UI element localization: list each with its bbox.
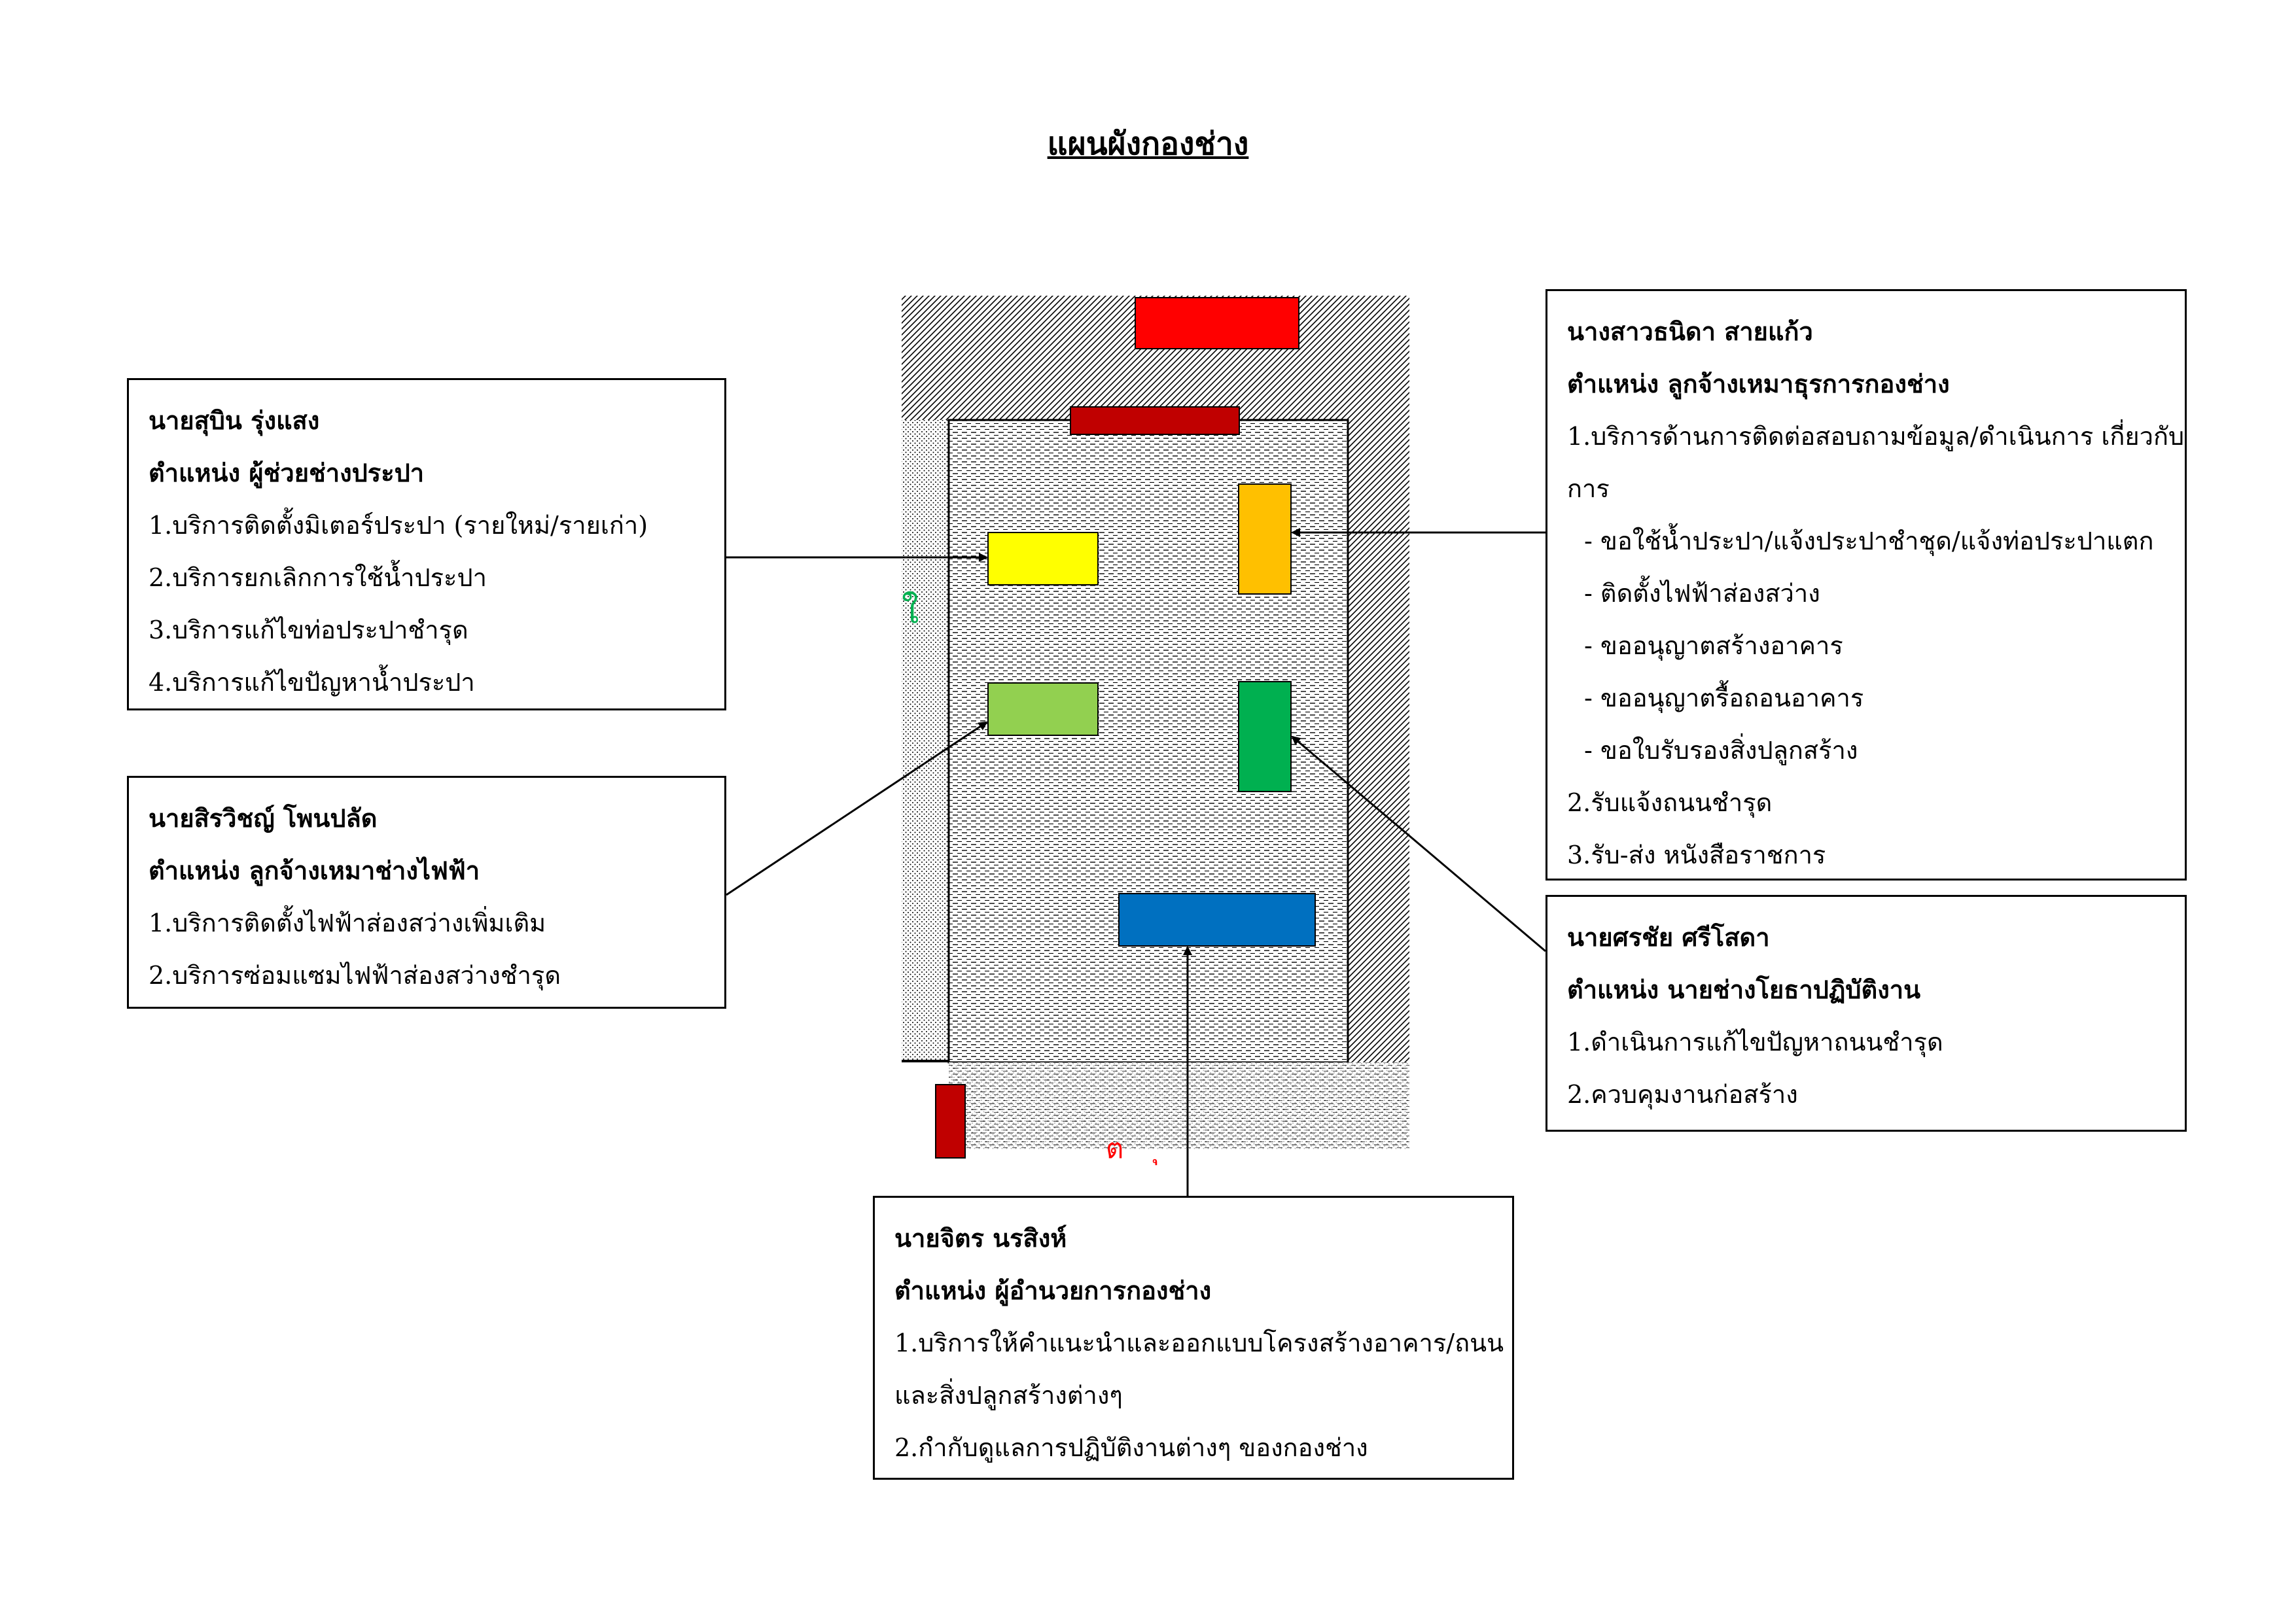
- staff-position: ตำแหน่ง ลูกจ้างเหมาธุรการกองช่าง: [1567, 369, 1950, 398]
- staff-box-electrician: นายสิรวิชญ์ โพนปลัด ตำแหน่ง ลูกจ้างเหมาช…: [127, 776, 726, 1009]
- staff-name: นายสุบิน รุ่งแสง: [149, 406, 320, 435]
- duty-item: 2.บริการยกเลิกการใช้น้ำประปา: [149, 563, 487, 592]
- staff-name: นางสาวธนิดา สายแก้ว: [1567, 317, 1813, 346]
- red-block: [1135, 297, 1299, 349]
- green-desk: [1238, 681, 1292, 792]
- door-block: [935, 1084, 966, 1159]
- staff-box-plumber-assistant: นายสุบิน รุ่งแสง ตำแหน่ง ผู้ช่วยช่างประป…: [127, 378, 726, 710]
- red-fragment: ต ุ: [1106, 1132, 1159, 1166]
- duty-subitem: - ขออนุญาตสร้างอาคาร: [1584, 631, 1843, 660]
- duty-item: 1.บริการด้านการติดต่อสอบถามข้อมูล/ดำเนิน…: [1567, 422, 2185, 451]
- duty-item: การ: [1567, 474, 1610, 503]
- duty-item: 4.บริการแก้ไขปัญหาน้ำประปา: [149, 668, 475, 697]
- staff-box-director: นายจิตร นรสิงห์ ตำแหน่ง ผู้อำนวยการกองช่…: [873, 1196, 1514, 1480]
- duty-item: 1.บริการติดตั้งไฟฟ้าส่องสว่างเพิ่มเติม: [149, 909, 546, 937]
- duty-item: 1.บริการติดตั้งมิเตอร์ประปา (รายใหม่/ราย…: [149, 511, 648, 540]
- staff-position: ตำแหน่ง ผู้ช่วยช่างประปา: [149, 458, 425, 487]
- hatched-wall-right: [1348, 296, 1409, 1062]
- staff-box-civil-technician: นายศรชัย ศรีโสดา ตำแหน่ง นายช่างโยธาปฏิบ…: [1545, 895, 2187, 1132]
- yellow-desk: [987, 532, 1099, 585]
- staff-position: ตำแหน่ง ลูกจ้างเหมาช่างไฟฟ้า: [149, 856, 480, 885]
- staff-box-admin-clerk: นางสาวธนิดา สายแก้ว ตำแหน่ง ลูกจ้างเหมาธ…: [1545, 289, 2187, 881]
- duty-subitem: - ขอใบรับรองสิ่งปลูกสร้าง: [1584, 736, 1858, 765]
- staff-name: นายจิตร นรสิงห์: [894, 1223, 1067, 1253]
- arrow-sornchai: [1291, 735, 1546, 952]
- duty-subitem: - ติดตั้งไฟฟ้าส่องสว่าง: [1584, 579, 1820, 608]
- duty-subitem: - ขออนุญาตรื้อถอนอาคาร: [1584, 684, 1864, 712]
- duty-item: 1.บริการให้คำแนะนำและออกแบบโครงสร้างอาคา…: [894, 1329, 1504, 1357]
- duty-item: 3.รับ-ส่ง หนังสือราชการ: [1567, 841, 1826, 869]
- lightgreen-desk: [987, 682, 1099, 736]
- blue-desk: [1118, 893, 1316, 947]
- staff-name: นายสิรวิชญ์ โพนปลัด: [149, 803, 378, 833]
- page-title: แผนผังกองช่าง: [1047, 126, 1249, 162]
- duty-item: และสิ่งปลูกสร้างต่างๆ: [894, 1381, 1123, 1410]
- duty-item: 2.บริการซ่อมแซมไฟฟ้าส่องสว่างชำรุด: [149, 961, 561, 990]
- orange-desk: [1238, 483, 1292, 595]
- duty-subitem: - ขอใช้น้ำประปา/แจ้งประปาชำชุด/แจ้งท่อปร…: [1584, 527, 2154, 555]
- darkred-block: [1070, 406, 1240, 435]
- dashed-strip-bottom: [949, 1062, 1409, 1150]
- duty-item: 2.กำกับดูแลการปฏิบัติงานต่างๆ ของกองช่าง: [894, 1433, 1368, 1462]
- arrow-siravit: [726, 721, 988, 896]
- duty-item: 3.บริการแก้ไขท่อประปาชำรุด: [149, 616, 468, 644]
- duty-item: 2.ควบคุมงานก่อสร้าง: [1567, 1080, 1798, 1109]
- green-fragment: ใ: [902, 590, 919, 631]
- duty-item: 2.รับแจ้งถนนชำรุด: [1567, 788, 1773, 817]
- duty-item: 1.ดำเนินการแก้ไขปัญหาถนนชำรุด: [1567, 1028, 1943, 1056]
- staff-name: นายศรชัย ศรีโสดา: [1567, 922, 1770, 952]
- dotted-strip-left: [902, 420, 949, 1062]
- staff-position: ตำแหน่ง นายช่างโยธาปฏิบัติงาน: [1567, 975, 1921, 1004]
- staff-position: ตำแหน่ง ผู้อำนวยการกองช่าง: [894, 1276, 1212, 1305]
